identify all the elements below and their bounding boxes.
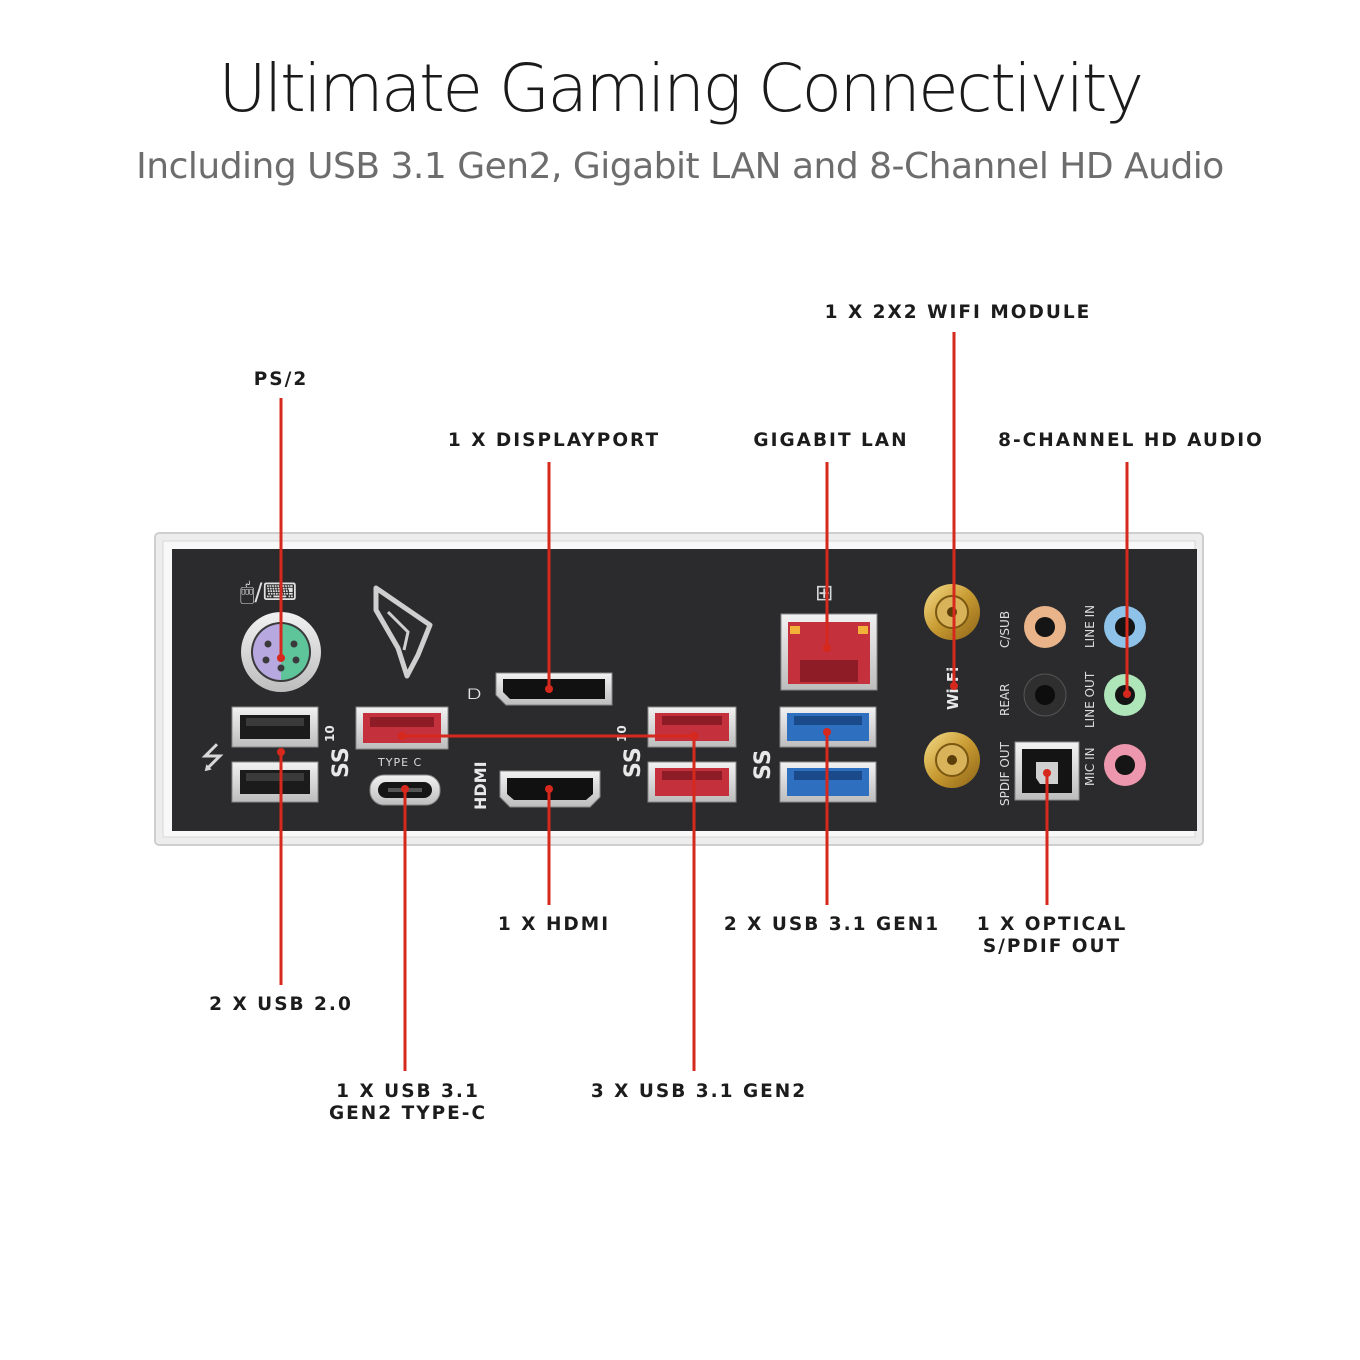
usb-gen2-typea-stack [647, 706, 737, 803]
page-subtitle: Including USB 3.1 Gen2, Gigabit LAN and … [136, 146, 1224, 187]
csub-marking: C/SUB [998, 611, 1012, 648]
ss-gen2-mark-left: SS 10 [323, 725, 354, 778]
spdif-marking: SPDIF OUT [998, 741, 1012, 806]
leader-audio-dot [1123, 690, 1131, 698]
ss-logo: SS [329, 747, 354, 778]
ss-10-badge: 10 [323, 725, 337, 742]
ss-logo-middle: SS [621, 747, 646, 778]
leader-gen2-dot-right [690, 732, 698, 740]
lan-port: ⊞ [780, 581, 878, 691]
leader-typec-dot [401, 785, 409, 793]
displayport-icon: ⫐ [468, 681, 481, 706]
usb2-ports: ⭍ [200, 706, 319, 803]
leader-ps2-dot [277, 654, 285, 662]
callout-displayport: 1 X DISPLAYPORT [447, 430, 661, 451]
callout-typec-line1: 1 X USB 3.1 [336, 1081, 480, 1102]
line-out-marking: LINE OUT [1083, 671, 1097, 728]
mouse-keyboard-icon: 🖱/⌨ [240, 578, 297, 606]
leader-lines [277, 332, 1131, 1071]
page-title: Ultimate Gaming Connectivity [218, 50, 1144, 127]
callout-optical: 1 X OPTICAL S/PDIF OUT [972, 914, 1132, 958]
leader-usb20-dot [277, 748, 285, 756]
displayport-port: ⫐ [468, 672, 613, 706]
callout-usb-gen2: 3 X USB 3.1 GEN2 [590, 1081, 808, 1102]
callout-audio: 8-CHANNEL HD AUDIO [998, 430, 1264, 451]
network-icon: ⊞ [815, 581, 833, 606]
leader-displayport-dot [545, 685, 553, 693]
callout-hdmi: 1 X HDMI [497, 914, 611, 935]
callout-lan: GIGABIT LAN [753, 430, 909, 451]
callout-optical-line2: S/PDIF OUT [982, 936, 1122, 957]
leader-lan-dot [823, 644, 831, 652]
line-in-marking: LINE IN [1083, 605, 1097, 648]
rear-marking: REAR [998, 684, 1012, 716]
callout-wifi: 1 X 2X2 WIFI MODULE [824, 302, 1092, 323]
leader-optical-dot [1043, 769, 1051, 777]
callout-usb20: 2 X USB 2.0 [209, 994, 353, 1015]
mic-in-marking: MIC IN [1083, 747, 1097, 786]
callout-usb-gen1: 2 X USB 3.1 GEN1 [723, 914, 941, 935]
leader-wifi-dot [950, 682, 958, 690]
leader-gen1-dot [823, 728, 831, 736]
usb-gen2-typea-left [355, 706, 449, 750]
hdmi-marking: HDMI [471, 761, 490, 810]
typec-marking: TYPE C [377, 756, 422, 769]
callout-typec: 1 X USB 3.1 GEN2 TYPE-C [318, 1081, 498, 1125]
ss-gen2-mark-middle: SS 10 [615, 725, 646, 778]
ss-gen1-mark: SS [751, 749, 776, 780]
ss-10-badge-middle: 10 [615, 725, 629, 742]
callout-optical-line1: 1 X OPTICAL [976, 914, 1128, 935]
leader-gen2-dot-left [398, 732, 406, 740]
rog-logo [373, 585, 433, 679]
callout-typec-line2: GEN2 TYPE-C [328, 1103, 488, 1124]
usb-icon: ⭍ [200, 741, 225, 776]
callout-ps2: PS/2 [253, 369, 309, 390]
leader-hdmi-dot [545, 785, 553, 793]
